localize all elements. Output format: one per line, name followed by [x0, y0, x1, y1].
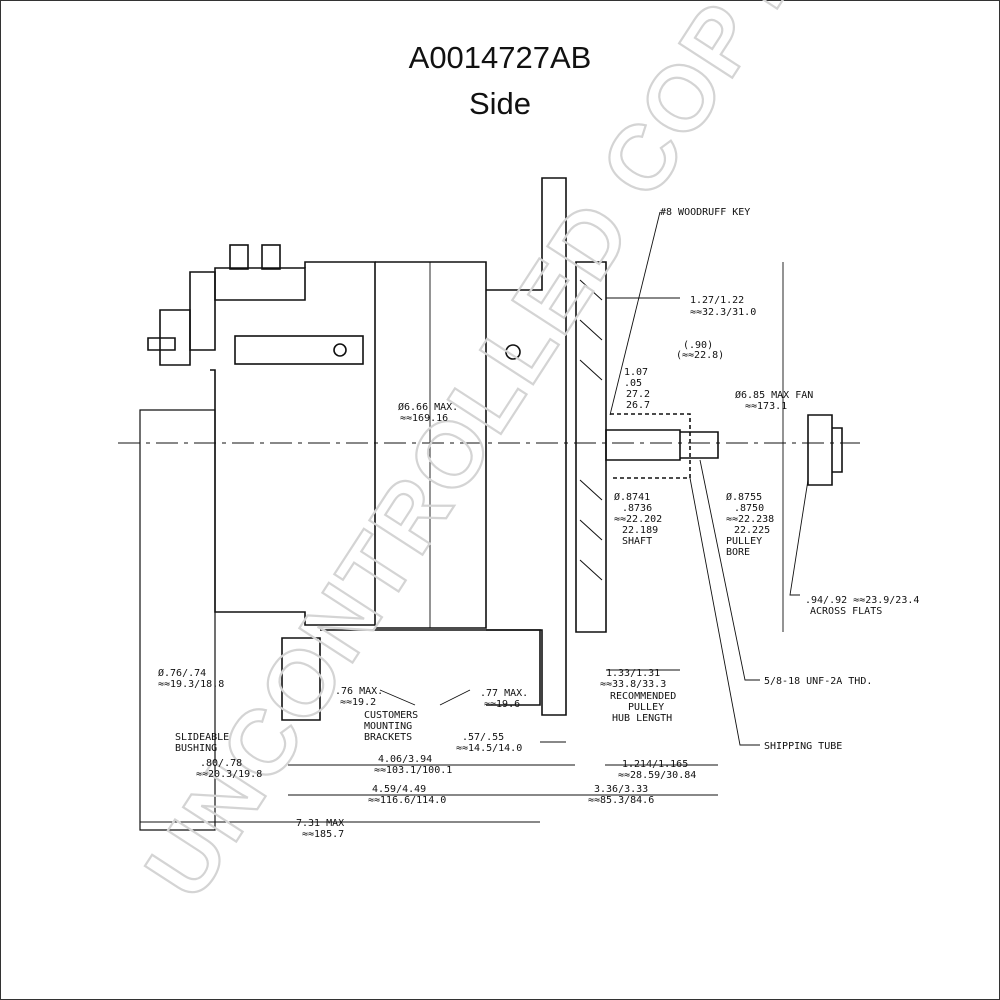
label-hub-d: PULLEY [628, 702, 664, 713]
label-dim-127: 1.27/1.22 [690, 295, 744, 306]
leader-brackets [379, 689, 471, 706]
label-body-dia-mm: ≈≈169.16 [400, 413, 448, 424]
label-shaft-c: ≈≈22.202 [614, 514, 662, 525]
leader-flats [789, 479, 809, 596]
label-flats-a: .94/.92 ≈≈23.9/23.4 [805, 595, 919, 606]
label-dim-077-b: ≈≈19.6 [484, 699, 520, 710]
pulley-hub [610, 413, 691, 479]
label-dim-107-d: 26.7 [626, 400, 650, 411]
label-flats-b: ACROSS FLATS [810, 606, 882, 617]
fan-blades [579, 279, 603, 581]
label-dim-1214-a: 1.214/1.165 [622, 759, 688, 770]
label-fan-dia: Ø6.85 MAX FAN [735, 389, 813, 401]
shaft [605, 429, 681, 461]
label-bore-e: PULLEY [726, 536, 762, 547]
label-dim-459-b: ≈≈116.6/114.0 [368, 795, 446, 806]
label-dim-057-b: ≈≈14.5/14.0 [456, 743, 522, 754]
label-dim-080-a: .80/.78 [200, 758, 242, 769]
label-hub-b: ≈≈33.8/33.3 [600, 679, 666, 690]
label-body-dia: Ø6.66 MAX. [398, 401, 458, 413]
output-stud [147, 337, 176, 351]
label-bore-a: Ø.8755 [726, 491, 762, 503]
shaft-thread [680, 431, 719, 459]
rear-housing [214, 267, 306, 301]
shaft-nut [807, 414, 833, 486]
label-dim-076-b: ≈≈19.3/18.8 [158, 679, 224, 690]
label-dim-1214-b: ≈≈28.59/30.84 [618, 770, 696, 781]
label-brackets-a: CUSTOMERS [364, 710, 418, 721]
mount-bracket [139, 409, 216, 831]
label-hub-c: RECOMMENDED [610, 691, 676, 702]
leader-thread [699, 459, 760, 681]
stud-nut [159, 309, 191, 366]
label-dim-459-a: 4.59/4.49 [372, 784, 426, 795]
label-woodruff-key: #8 WOODRUFF KEY [660, 207, 750, 218]
label-dim-336-a: 3.36/3.33 [594, 784, 648, 795]
label-shaft-d: 22.189 [622, 525, 658, 536]
label-dim-406-a: 4.06/3.94 [378, 754, 432, 765]
label-bore-b: .8750 [734, 503, 764, 514]
label-dim-080-b: ≈≈20.3/19.8 [196, 769, 262, 780]
label-shipping-tube: SHIPPING TUBE [764, 741, 842, 752]
label-dim-076-a: Ø.76/.74 [158, 667, 206, 679]
label-shaft-e: SHAFT [622, 536, 652, 547]
lower-bracket [320, 629, 541, 706]
label-dim-107-a: 1.07 [624, 367, 648, 378]
bushing [281, 637, 321, 721]
terminal-stud-1 [229, 244, 249, 270]
shaft-nut-tip [832, 427, 843, 473]
front-frame-hole [505, 344, 521, 360]
label-dim-336-b: ≈≈85.3/84.6 [588, 795, 654, 806]
regulator-screw [333, 343, 347, 357]
regulator-plate [234, 335, 364, 365]
label-shaft-a: Ø.8741 [614, 491, 650, 503]
label-dim-107-b: .05 [624, 378, 642, 389]
label-dim-057-a: .57/.55 [462, 732, 504, 743]
label-hub-a: 1.33/1.31 [606, 668, 660, 679]
fan [575, 261, 607, 633]
label-dim-090: (.90) [683, 340, 713, 351]
label-shaft-b: .8736 [622, 503, 652, 514]
label-brackets-b: MOUNTING [364, 721, 412, 732]
label-dim-406-b: ≈≈103.1/100.1 [374, 765, 452, 776]
label-bore-f: BORE [726, 547, 750, 558]
label-fan-dia-mm: ≈≈173.1 [745, 401, 787, 412]
label-bore-d: 22.225 [734, 525, 770, 536]
leader-tube [689, 477, 760, 746]
drawing-title: A0014727AB [408, 40, 592, 75]
stator-body [375, 261, 487, 629]
label-bore-c: ≈≈22.238 [726, 514, 774, 525]
label-dim-090-mm: (≈≈22.8) [676, 350, 724, 361]
front-frame [486, 177, 567, 716]
label-hub-e: HUB LENGTH [612, 713, 672, 724]
label-dim-107-c: 27.2 [626, 389, 650, 400]
label-dim-731-a: 7.31 MAX [296, 818, 344, 829]
label-dim-076max-a: .76 MAX. [335, 686, 383, 697]
label-dim-731-b: ≈≈185.7 [302, 829, 344, 840]
label-thread: 5/8-18 UNF-2A THD. [764, 676, 872, 687]
label-dim-076max-b: ≈≈19.2 [340, 697, 376, 708]
terminal-block [189, 271, 216, 351]
label-dim-077-a: .77 MAX. [480, 688, 528, 699]
drawing-subtitle: Side [468, 86, 532, 121]
label-brackets-c: BRACKETS [364, 732, 412, 743]
label-bushing-b: BUSHING [175, 743, 217, 754]
leader-woodruff [609, 211, 661, 416]
label-bushing-a: SLIDEABLE [175, 732, 229, 743]
terminal-stud-2 [261, 244, 281, 270]
label-dim-127-mm: ≈≈32.3/31.0 [690, 307, 756, 318]
